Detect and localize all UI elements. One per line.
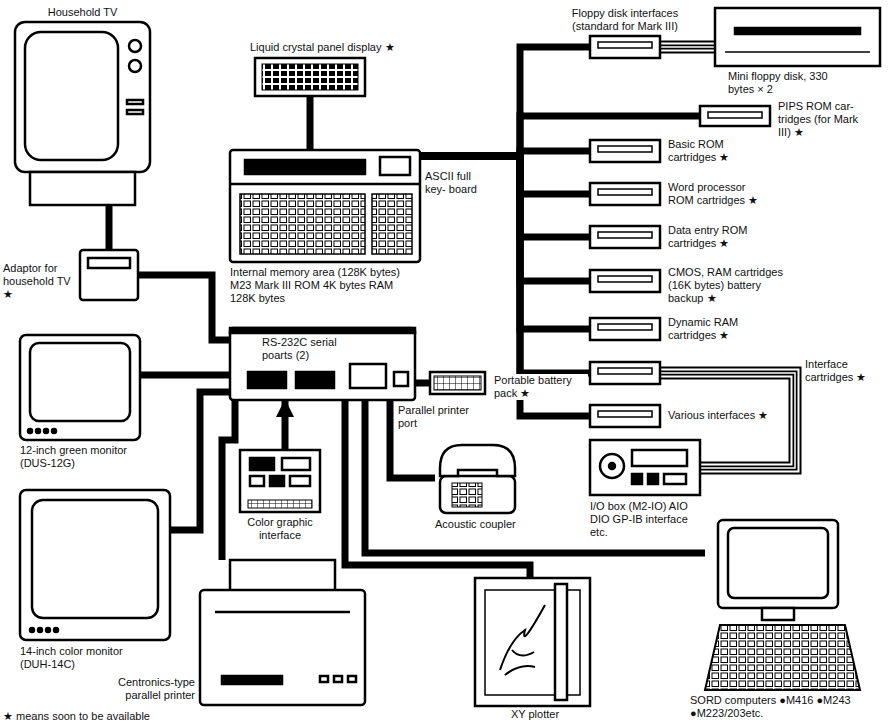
rom-cartridge: PIPS ROM car- tridges (for Mark III) ★	[700, 106, 770, 126]
port-unit: RS-232C serial poarts (2)	[230, 328, 415, 400]
cable-line	[420, 156, 590, 329]
device-label: Data entry ROM cartridges ★	[668, 224, 768, 250]
main-unit: ASCII full key- boardInternal memory are…	[230, 150, 420, 262]
rom-cartridge: Data entry ROM cartridges ★	[590, 226, 660, 248]
cable-line	[222, 400, 235, 560]
tv-set: Household TV	[15, 22, 150, 205]
battery-pack: Portable battery pack ★	[430, 372, 485, 394]
color-monitor: 14-inch color monitor (DUH-14C)	[20, 490, 170, 640]
device-label: 12-inch green monitor (DUS-12G)	[20, 444, 150, 470]
cable-line	[420, 156, 590, 281]
footnote: ★ means soon to be available	[3, 710, 203, 723]
device-label: Floppy disk interfaces (standard for Mar…	[560, 7, 690, 33]
cable-line	[420, 156, 590, 416]
green-monitor: 12-inch green monitor (DUS-12G)	[20, 335, 140, 440]
interface-cartridge: Floppy disk interfaces (standard for Mar…	[590, 36, 660, 58]
device-label: Word processor ROM cartridges ★	[668, 181, 768, 207]
device-label: Color graphic interface	[235, 516, 325, 542]
port-label: Parallel printer port	[398, 404, 482, 430]
device-label: Adaptor for household TV ★	[3, 262, 77, 302]
lcd-panel: Liquid crystal panel display ★	[255, 58, 365, 96]
device-label: I/O box (M2-IO) AIO DIO GP-IB interface …	[590, 500, 702, 540]
sord-computer: SORD computers ●M416 ●M243 ●M223/203etc.	[705, 520, 860, 690]
xy-plotter: XY plotter	[475, 578, 590, 706]
device-label: Various interfaces ★	[668, 409, 783, 422]
acoustic-coupler: Acoustic coupler	[435, 445, 520, 513]
floppy-drive: Mini floppy disk, 330 bytes × 2	[715, 8, 880, 66]
device-label: Centronics-type parallel printer	[85, 676, 195, 702]
device-label: Liquid crystal panel display ★	[250, 41, 425, 54]
device-label: Interface cartridges ★	[805, 358, 887, 384]
interface-cartridge: Various interfaces ★	[590, 405, 660, 427]
device-label: PIPS ROM car- tridges (for Mark III) ★	[778, 100, 860, 140]
cable-line	[420, 47, 590, 156]
cable-line	[365, 400, 705, 553]
cable-line	[415, 383, 430, 384]
device-label: SORD computers ●M416 ●M243 ●M223/203etc.	[690, 694, 890, 720]
cable-line	[138, 275, 230, 340]
rom-cartridge: Basic ROM cartridges ★	[590, 140, 660, 162]
device-label: Mini floppy disk, 330 bytes × 2	[728, 70, 843, 96]
graphic-board: Color graphic interface	[240, 450, 320, 512]
cable-line	[285, 400, 286, 450]
cable-line	[420, 156, 590, 237]
rom-cartridge: Word processor ROM cartridges ★	[590, 183, 660, 205]
io-box: I/O box (M2-IO) AIO DIO GP-IB interface …	[590, 440, 700, 495]
device-label: 14-inch color monitor (DUH-14C)	[20, 645, 150, 671]
ram-cartridge: CMOS, RAM cartridges (16K bytes) battery…	[590, 270, 660, 292]
device-label: Dynamic RAM cartridges ★	[668, 316, 746, 342]
device-label: Household TV	[15, 6, 150, 19]
ram-cartridge: Dynamic RAM cartridges ★	[590, 318, 660, 340]
cable-line	[140, 375, 230, 376]
tv-adaptor: Adaptor for household TV ★	[80, 250, 138, 300]
device-label: Portable battery pack ★	[492, 374, 588, 400]
cable-line	[109, 205, 110, 250]
device-label: XY plotter	[490, 708, 580, 721]
device-drawings	[15, 8, 880, 706]
printer: Centronics-type parallel printer	[215, 560, 365, 705]
device-label: ASCII full key- board	[425, 170, 479, 196]
device-label: CMOS, RAM cartridges (16K bytes) battery…	[668, 266, 793, 306]
device-note: Internal memory area (128K bytes) M23 Ma…	[230, 266, 415, 306]
device-label: RS-232C serial poarts (2)	[262, 336, 357, 362]
interface-cartridge: Interface cartridges ★	[590, 362, 660, 384]
cable-line	[420, 156, 590, 373]
device-label: Acoustic coupler	[435, 518, 535, 531]
cable-line	[310, 96, 311, 150]
device-label: Basic ROM cartridges ★	[668, 138, 746, 164]
ribbon-cable	[660, 47, 715, 48]
